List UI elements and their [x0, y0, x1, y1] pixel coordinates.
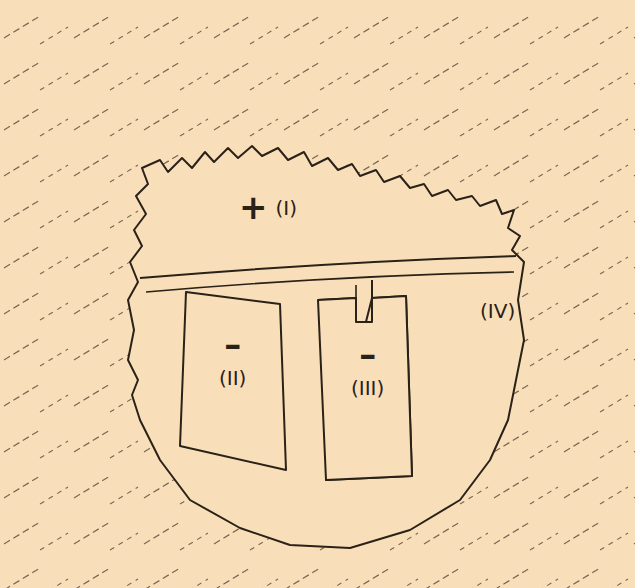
domain-region: + (I): [229, 185, 307, 230]
charge-sign: –: [224, 326, 241, 363]
region-number: (III): [351, 377, 384, 399]
domain-wall: [140, 256, 516, 278]
charge-sign: +: [239, 189, 268, 226]
domain-box: [318, 280, 412, 480]
domain-outline: [128, 146, 524, 548]
domain-wall: [146, 272, 514, 292]
region-number: (IV): [478, 300, 517, 322]
domain-box: [180, 292, 286, 470]
region-number: (I): [276, 197, 298, 219]
domain-box: [318, 296, 412, 480]
domain-region: – (III): [345, 330, 390, 405]
region-number: (II): [219, 367, 246, 389]
notch-line: [356, 284, 372, 298]
domain-region: – (II): [213, 320, 252, 395]
charge-sign: –: [359, 336, 376, 373]
